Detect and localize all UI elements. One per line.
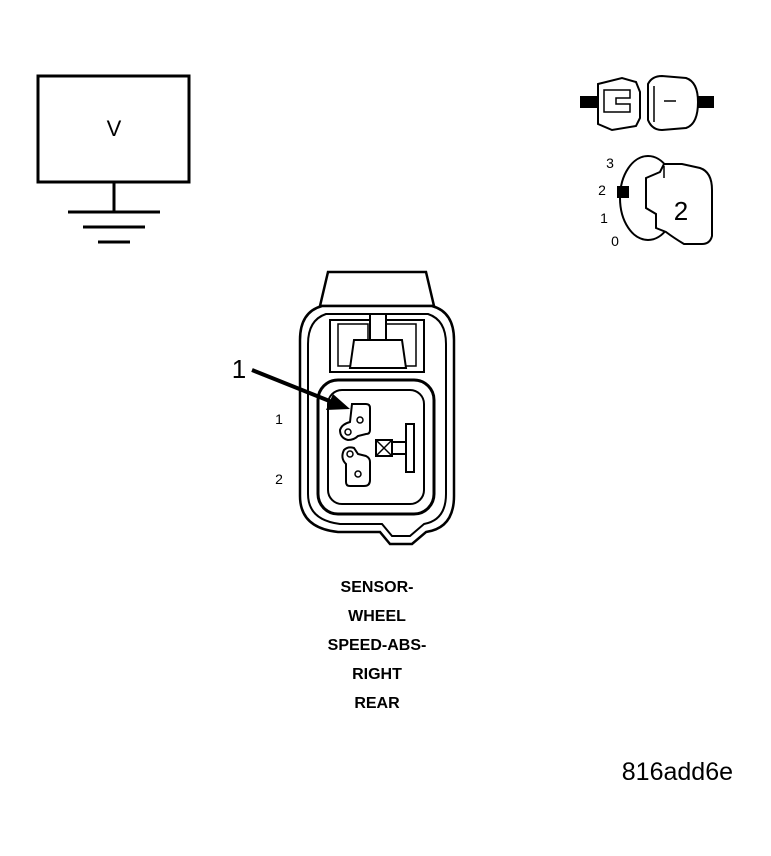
key-scale-2: 2: [598, 182, 606, 198]
voltmeter-symbol: V: [107, 116, 122, 141]
key-head: [645, 163, 713, 245]
figure-code: 816add6e: [622, 758, 733, 786]
key-position-label: 2: [674, 196, 688, 226]
pin-cavity-inner: [327, 389, 425, 505]
connector-face-view: [298, 270, 456, 546]
connector-latch: [318, 270, 436, 308]
key-scale-1: 1: [600, 210, 608, 226]
key-scale-0: 0: [611, 233, 619, 249]
disconnected-connector-icon: [580, 74, 714, 132]
key-position-marker: [617, 186, 629, 198]
caption-line-4: RIGHT: [352, 666, 402, 683]
connector-shell-inner: [307, 313, 447, 537]
voltmeter-ground-icon: V: [36, 74, 191, 244]
pin-1-terminal: [338, 403, 371, 442]
key-scale-3: 3: [606, 155, 614, 171]
callout-number: 1: [232, 354, 246, 384]
callout-arrow: 1: [232, 354, 350, 410]
caption-line-1: SENSOR-: [341, 579, 414, 596]
caption-line-5: REAR: [354, 695, 400, 712]
arrow-head: [326, 394, 350, 410]
pin-number-2: 2: [275, 471, 283, 487]
pin-number-1: 1: [275, 411, 283, 427]
ignition-key-icon: 3 2 1 0 2: [598, 155, 713, 249]
caption-line-2: WHEEL: [348, 608, 406, 625]
caption-line-3: SPEED-ABS-: [328, 637, 427, 654]
connector-caption: SENSOR- WHEEL SPEED-ABS- RIGHT REAR: [328, 579, 427, 712]
